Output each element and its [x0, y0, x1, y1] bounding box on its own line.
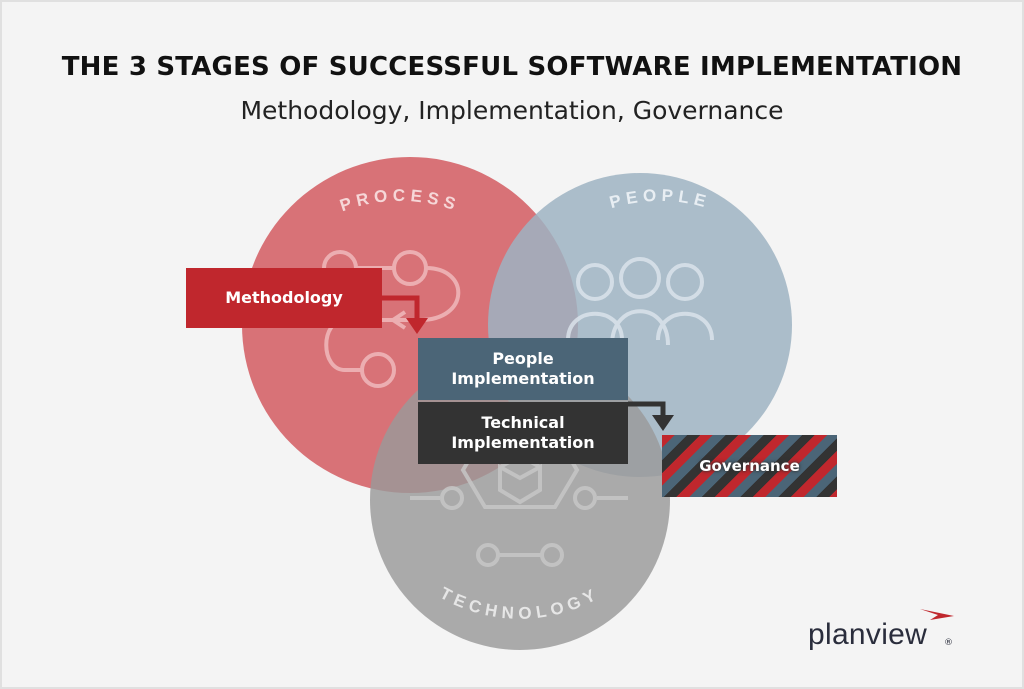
people-implementation-line2: Implementation: [451, 369, 595, 388]
methodology-label: Methodology: [225, 288, 343, 307]
people-implementation-box: People Implementation: [418, 338, 628, 400]
governance-box: Governance: [662, 435, 837, 497]
technical-implementation-line1: Technical: [481, 413, 565, 432]
page-title: THE 3 STAGES OF SUCCESSFUL SOFTWARE IMPL…: [61, 52, 963, 82]
page-subtitle: Methodology, Implementation, Governance: [240, 96, 784, 125]
technical-implementation-box: Technical Implementation: [418, 402, 628, 464]
implementation-arrow: [628, 401, 674, 431]
governance-label: Governance: [699, 456, 800, 475]
registered-mark: ®: [944, 638, 953, 648]
planview-swoosh-icon: [920, 609, 954, 620]
people-group-icon: [566, 257, 714, 346]
people-implementation-line1: People: [492, 349, 554, 368]
planview-logo: planview: [808, 618, 928, 651]
methodology-box: Methodology: [186, 268, 382, 328]
methodology-arrow: [382, 295, 428, 334]
technical-implementation-line2: Implementation: [451, 433, 595, 452]
